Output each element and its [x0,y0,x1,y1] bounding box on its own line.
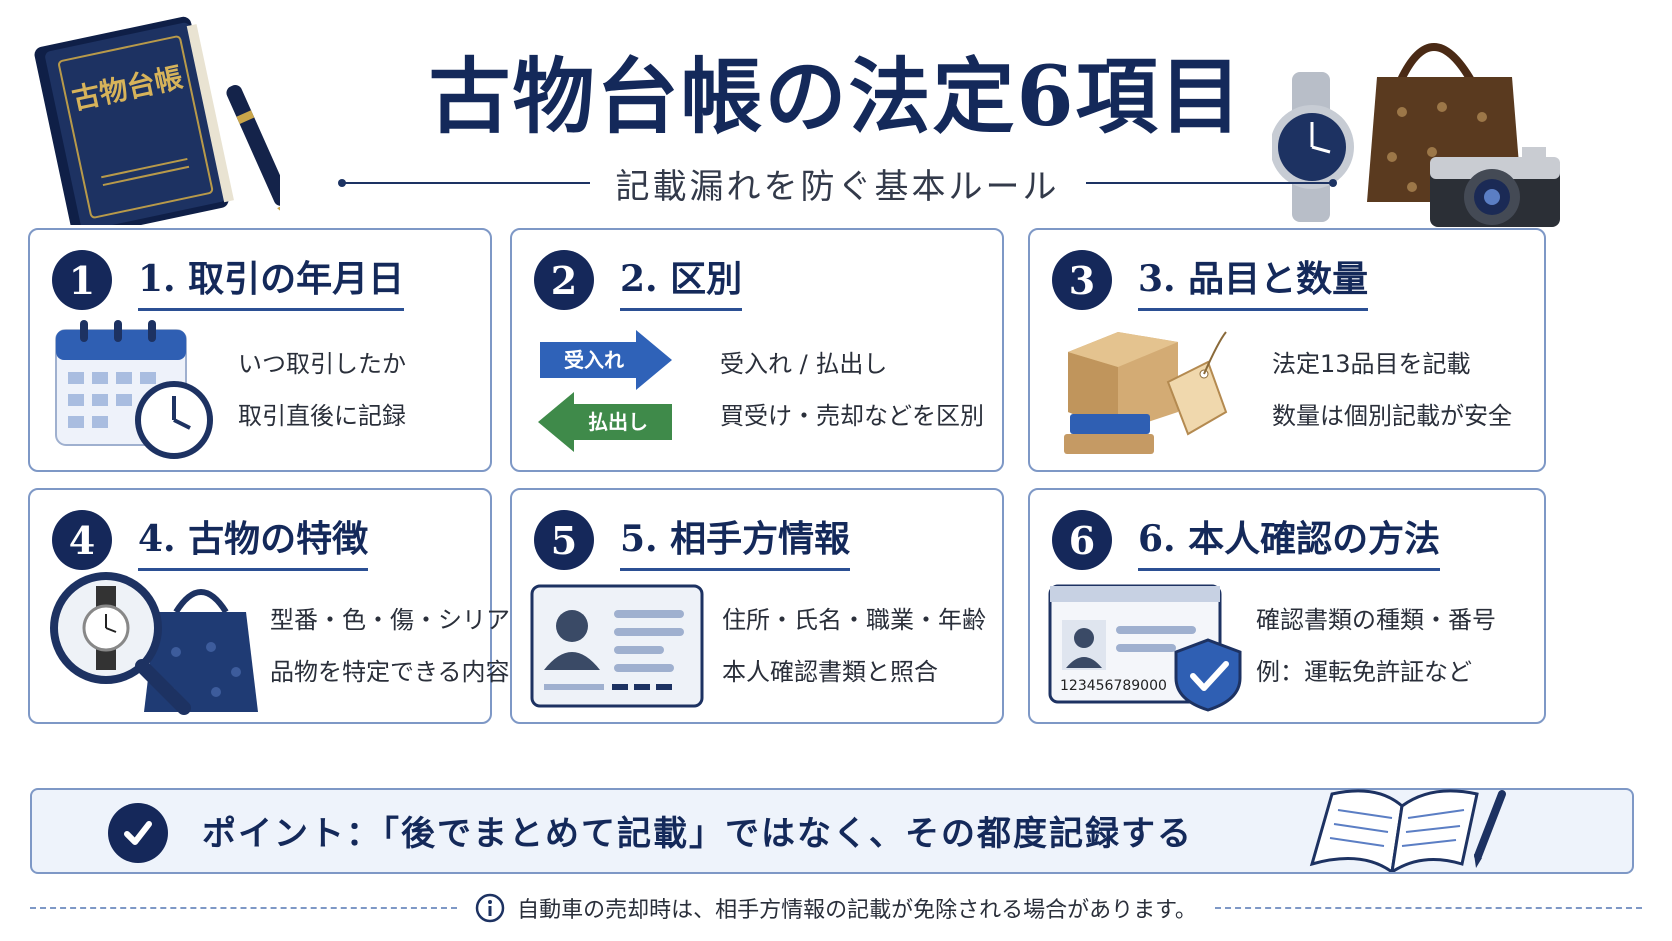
footer-note: 自動車の売却時は、相手方情報の記載が免除される場合があります。 [517,898,1197,923]
arrow-out-icon: 払出し [538,392,672,452]
card-title: 6. 本人確認の方法 [1138,510,1441,571]
card-line: 品物を特定できる内容 [270,658,510,686]
card-line: 例：運転免許証など [1256,658,1472,686]
card-line: 型番・色・傷・シリアル [270,606,534,634]
card-line: 数量は個別記載が安全 [1272,402,1512,430]
subtitle-row: 記載漏れを防ぐ基本ルール [338,160,1337,207]
point-text: ポイント：「後でまとめて記載」ではなく、その都度記録する [202,814,1193,854]
subtitle-line-right [1085,179,1337,187]
box-tag-icon [1064,331,1228,454]
point-banner: ポイント：「後でまとめて記載」ではなく、その都度記録する [30,788,1634,874]
card-title: 3. 品目と数量 [1138,250,1369,311]
card-line: 受入れ / 払出し [720,350,888,378]
card-identity-verification: 6 6. 本人確認の方法 123456789000 確認書類の種類・番号 例：運… [1028,488,1546,724]
open-notebook-pen-icon [1309,789,1506,872]
card-number: 1 [52,250,112,310]
card-line: 買受け・売却などを区別 [720,402,984,430]
card-line: 確認書類の種類・番号 [1256,606,1496,634]
page-subtitle: 記載漏れを防ぐ基本ルール [615,166,1060,207]
card-date: 1 1. 取引の年月日 いつ取引したか 取引直後に記録 [28,228,492,472]
id-card-icon [530,584,704,708]
card-number: 6 [1052,510,1112,570]
card-number: 5 [534,510,594,570]
card-number: 3 [1052,250,1112,310]
calendar-clock-icon [55,320,213,459]
card-line: いつ取引したか [238,350,406,378]
card-line: 法定13品目を記載 [1272,350,1471,378]
svg-text:受入れ: 受入れ [564,348,624,372]
card-title: 5. 相手方情報 [620,510,851,571]
license-number: 123456789000 [1060,678,1167,694]
card-items-quantity: 3 3. 品目と数量 法定13品目を記載 数量は個別記載が安全 [1028,228,1546,472]
card-counterparty: 5 5. 相手方情報 住所・氏名・職業・年齢 本人確認書類と照合 [510,488,1004,724]
card-features: 4 4. 古物の特徴 型番・色・傷・シリアル 品物を特定できる内容 [28,488,534,724]
card-number: 2 [534,250,594,310]
card-title: 1. 取引の年月日 [138,250,405,311]
card-title: 2. 区別 [620,250,743,311]
svg-text:払出し: 払出し [588,410,648,434]
arrow-in-icon: 受入れ [540,330,672,390]
magnifier-watch-bag-icon [50,572,258,715]
footer-note-row: 自動車の売却時は、相手方情報の記載が免除される場合があります。 [30,888,1642,928]
footer-dash-left [30,907,458,909]
card-line: 住所・氏名・職業・年齢 [722,606,986,634]
watch-bag-camera-icon [1272,43,1560,227]
card-line: 本人確認書類と照合 [722,658,938,686]
check-icon [108,803,168,863]
page-title: 古物台帳の法定6項目 [428,49,1244,145]
footer-dash-right [1214,907,1642,909]
ledger-book-icon: 古物台帳 [34,16,280,225]
info-icon [475,893,505,923]
card-category: 2 2. 区別 受入れ 払出し 受入れ / 払出し 買受け・売却などを区別 [510,228,1004,472]
license-shield-icon: 123456789000 [1048,584,1242,712]
card-title: 4. 古物の特徴 [138,510,369,571]
subtitle-line-left [338,179,590,187]
card-line: 取引直後に記録 [238,402,406,430]
card-number: 4 [52,510,112,570]
